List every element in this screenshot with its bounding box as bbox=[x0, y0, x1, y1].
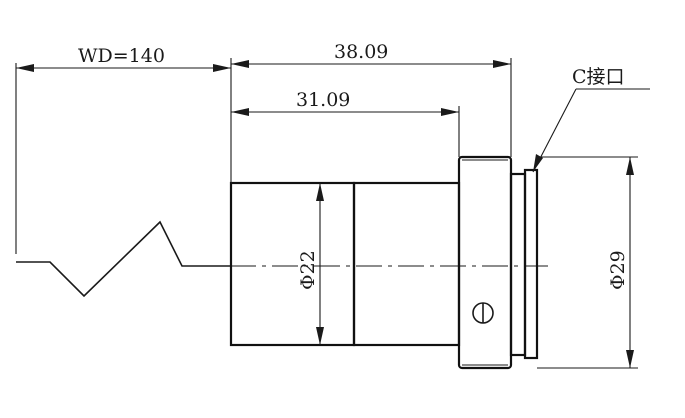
dim-body-length-label: 31.09 bbox=[296, 89, 350, 111]
dim-working-distance-label: WD=140 bbox=[78, 45, 165, 67]
object-break-line bbox=[16, 220, 230, 298]
c-mount-ring bbox=[523, 168, 539, 360]
lens-body-rear bbox=[352, 181, 461, 347]
dim-flange-diameter bbox=[626, 157, 634, 368]
lens-body-front bbox=[229, 181, 356, 347]
mount-label: C接口 bbox=[572, 66, 625, 88]
dim-overall-length bbox=[231, 60, 511, 68]
dim-overall-length-label: 38.09 bbox=[334, 41, 388, 63]
mount-leader bbox=[532, 88, 650, 173]
dim-flange-diameter-label: Φ29 bbox=[607, 250, 629, 290]
locking-screw-icon bbox=[472, 302, 494, 324]
c-mount-thread bbox=[509, 172, 527, 357]
dim-body-length bbox=[231, 108, 459, 116]
dim-body-diameter-label: Φ22 bbox=[297, 250, 319, 290]
lens-flange bbox=[457, 155, 513, 370]
dim-body-diameter bbox=[316, 183, 324, 345]
dim-working-distance bbox=[16, 64, 231, 72]
